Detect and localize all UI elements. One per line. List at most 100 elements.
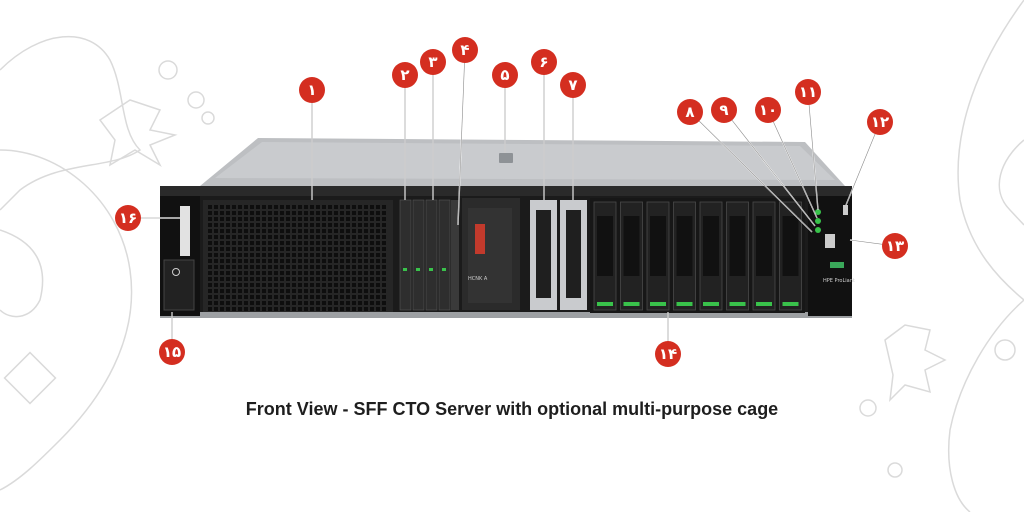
vent-hole [268, 301, 272, 305]
vent-hole [358, 229, 362, 233]
vent-hole [238, 283, 242, 287]
callout-label-5: ۵ [500, 66, 509, 84]
vent-hole [244, 289, 248, 293]
vent-hole [370, 277, 374, 281]
callout-marker-9 [711, 97, 737, 123]
leader-line-core-8 [689, 111, 813, 233]
vent-hole [352, 289, 356, 293]
vent-hole [274, 205, 278, 209]
vent-hole [280, 301, 284, 305]
vent-hole [226, 253, 230, 257]
vent-hole [316, 259, 320, 263]
sff-drive-latch [676, 216, 693, 276]
vent-hole [352, 295, 356, 299]
vent-hole [220, 283, 224, 287]
vent-hole [370, 271, 374, 275]
vent-hole [232, 289, 236, 293]
vent-hole [268, 247, 272, 251]
vent-hole [382, 271, 386, 275]
vent-hole [250, 289, 254, 293]
vent-hole [274, 229, 278, 233]
vent-hole [304, 307, 308, 311]
vent-hole [358, 307, 362, 311]
vent-hole [364, 241, 368, 245]
vent-hole [208, 301, 212, 305]
vent-hole [304, 283, 308, 287]
vent-hole [292, 235, 296, 239]
vent-hole [364, 277, 368, 281]
vent-hole [352, 217, 356, 221]
vent-hole [364, 229, 368, 233]
vent-hole [214, 259, 218, 263]
callout-label-15: ۱۵ [163, 343, 181, 361]
vent-hole [262, 247, 266, 251]
sff-drive-led [782, 302, 799, 306]
vent-hole [304, 229, 308, 233]
vent-hole [304, 247, 308, 251]
vent-hole [292, 229, 296, 233]
vent-hole [226, 295, 230, 299]
vent-hole [364, 217, 368, 221]
vent-hole [334, 253, 338, 257]
vent-hole [274, 211, 278, 215]
vent-hole [358, 235, 362, 239]
health-led [815, 218, 821, 224]
vent-hole [316, 211, 320, 215]
vent-hole [370, 205, 374, 209]
callout-label-10: ۱۰ [759, 101, 777, 119]
vent-hole [268, 223, 272, 227]
vent-hole [328, 289, 332, 293]
vent-hole [286, 229, 290, 233]
vent-hole [232, 283, 236, 287]
callout-marker-16 [115, 205, 141, 231]
vent-hole [352, 265, 356, 269]
vent-hole [268, 211, 272, 215]
vent-hole [340, 295, 344, 299]
vent-hole [304, 301, 308, 305]
callout-label-6: ۶ [539, 53, 548, 71]
vent-hole [316, 253, 320, 257]
vent-hole [226, 217, 230, 221]
vent-hole [274, 295, 278, 299]
vent-hole [250, 259, 254, 263]
vent-hole [268, 289, 272, 293]
vent-hole [268, 253, 272, 257]
vent-hole [334, 229, 338, 233]
callout-marker-15 [159, 339, 185, 365]
chassis-bottom-strip [160, 312, 852, 318]
vent-hole [346, 301, 350, 305]
vent-hole [298, 253, 302, 257]
callout-label-14: ۱۴ [659, 345, 677, 363]
vent-hole [376, 265, 380, 269]
vent-hole [292, 205, 296, 209]
vent-hole [322, 217, 326, 221]
vent-hole [286, 307, 290, 311]
vent-hole [322, 295, 326, 299]
callout-marker-11 [795, 79, 821, 105]
vent-hole [256, 301, 260, 305]
vent-hole [286, 271, 290, 275]
vent-hole [232, 229, 236, 233]
vent-hole [298, 277, 302, 281]
vent-hole [376, 283, 380, 287]
vent-hole [250, 205, 254, 209]
vent-hole [256, 235, 260, 239]
vent-hole [238, 235, 242, 239]
vent-hole [220, 307, 224, 311]
vent-hole [238, 205, 242, 209]
vent-hole [244, 247, 248, 251]
vent-hole [286, 277, 290, 281]
vent-hole [316, 217, 320, 221]
vent-hole [310, 241, 314, 245]
vent-hole [208, 253, 212, 257]
vent-hole [364, 235, 368, 239]
top-lid-latch [499, 153, 513, 163]
vent-hole [226, 301, 230, 305]
vent-hole [376, 301, 380, 305]
nvme-drive-led [416, 268, 420, 271]
vent-hole [232, 241, 236, 245]
vent-hole [322, 247, 326, 251]
vent-hole [262, 259, 266, 263]
vent-hole [262, 295, 266, 299]
vent-hole [268, 259, 272, 263]
